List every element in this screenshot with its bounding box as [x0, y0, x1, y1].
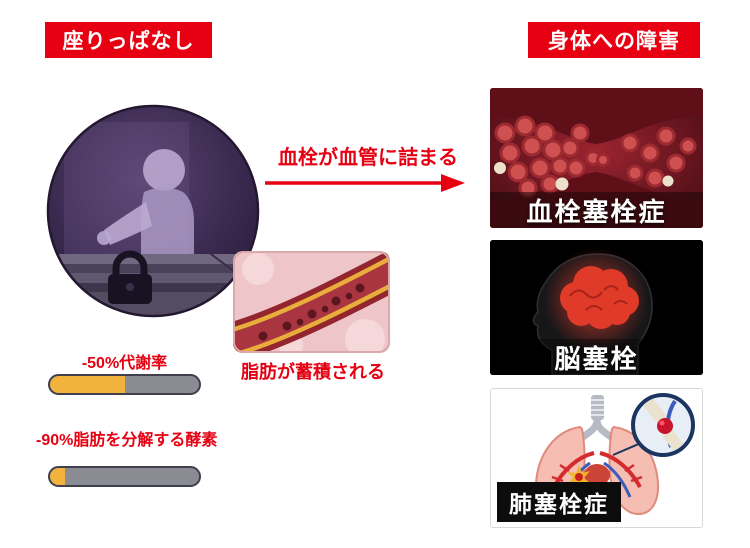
- clot-burst: [567, 465, 590, 490]
- condition-badge: 肺塞栓症: [497, 482, 621, 522]
- sitting-person-svg: [46, 104, 260, 318]
- condition-cerebral-embolism-label: 脳塞栓: [554, 343, 639, 374]
- condition-caption: 血栓塞栓症: [490, 192, 703, 228]
- inset-caption: 脂肪が蓄積される: [241, 362, 385, 382]
- vessel-inset-illustration: [233, 251, 390, 353]
- person-silhouette: [97, 149, 194, 258]
- condition-thromboembolism-label: 血栓塞栓症: [526, 196, 667, 227]
- brain-illustration: [490, 240, 703, 375]
- stat-enzyme-bar-fill: [50, 468, 65, 485]
- fat-deposits: [258, 283, 365, 341]
- blood-cells: [494, 115, 697, 198]
- condition-pulmonary-embolism-label: 肺塞栓症: [509, 491, 609, 517]
- stat-metabolism-bar-fill: [50, 376, 125, 393]
- banner-sitting: 座りっぱなし: [45, 22, 212, 58]
- condition-card-pulmonary-embolism: 肺塞栓症: [490, 388, 703, 528]
- banner-body-damage-label: 身体への障害: [548, 30, 680, 53]
- stat-enzyme-label: -90%脂肪を分解する酵素: [36, 432, 218, 449]
- heart: [584, 464, 610, 486]
- stat-metabolism-label: -50%代謝率: [81, 355, 168, 372]
- banner-body-damage: 身体への障害: [528, 22, 700, 58]
- condition-card-thromboembolism: 血栓塞栓症: [490, 88, 703, 228]
- right-arrow-icon: [265, 174, 465, 192]
- knee-inset-content: [641, 397, 686, 453]
- lock-icon: [108, 250, 152, 304]
- vessel-inset-svg: [233, 251, 390, 353]
- stat-enzyme-bar: [48, 466, 201, 487]
- sitting-person-illustration: [46, 104, 260, 318]
- banner-sitting-label: 座りっぱなし: [62, 30, 195, 53]
- condition-card-cerebral-embolism: 脳塞栓: [490, 240, 703, 375]
- brain-shape: [560, 266, 639, 329]
- arrow-caption: 血栓が血管に詰まる: [278, 147, 458, 169]
- stat-metabolism-bar: [48, 374, 201, 395]
- condition-caption: 脳塞栓: [490, 339, 703, 375]
